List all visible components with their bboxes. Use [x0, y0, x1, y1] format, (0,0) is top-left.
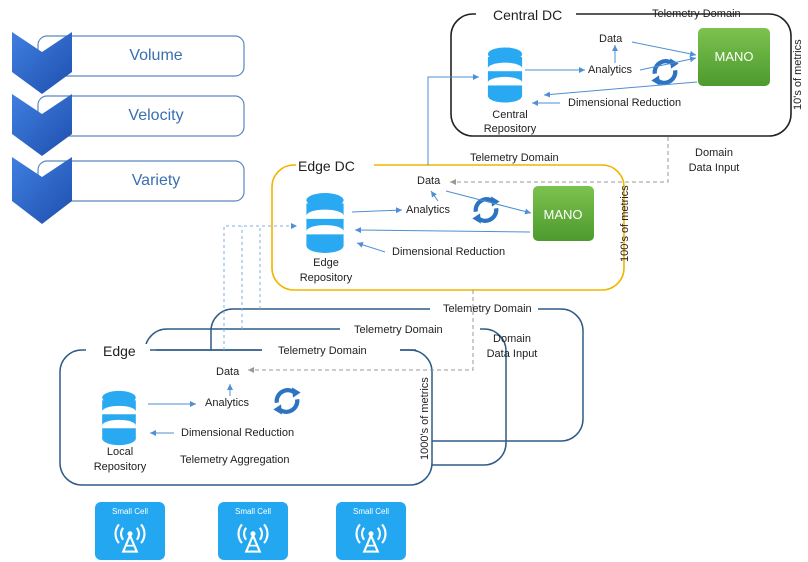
edge-dc-repo-label-2: Repository [299, 272, 353, 284]
edge-repo-label-1: Local [106, 446, 134, 458]
database-icon [306, 193, 344, 253]
domain-data-input-lower-1: Domain [493, 333, 531, 345]
central-dc-title: Central DC [493, 7, 563, 23]
velocity-label: Velocity [128, 107, 184, 124]
edge-dc-data-label: Data [417, 175, 441, 187]
central-dim-reduction-label: Dimensional Reduction [568, 97, 682, 109]
edge-back-telemetry-domain: Telemetry Domain [443, 303, 532, 315]
central-mano-label: MANO [714, 49, 754, 64]
chevron-icon [12, 157, 72, 224]
volume-label: Volume [129, 47, 183, 64]
chevron-icon [12, 94, 72, 156]
edge-dc-analytics-label: Analytics [406, 204, 451, 216]
vvv-chevrons [12, 32, 245, 224]
edge-dc-repo-label-1: Edge [313, 257, 339, 269]
variety-label: Variety [131, 172, 181, 189]
edge-dc-telemetry-domain: Telemetry Domain [470, 152, 559, 164]
edge-dc-title: Edge DC [298, 158, 355, 174]
small-cell-tile [95, 502, 165, 560]
edge-dc-mano-label: MANO [543, 207, 583, 222]
edge-mid-telemetry-domain: Telemetry Domain [354, 324, 443, 336]
domain-data-input-upper-2: Data Input [688, 162, 740, 174]
edge-title: Edge [103, 343, 136, 359]
edge-repo-label-2: Repository [93, 461, 147, 473]
edge-dc-metrics-label: 100's of metrics [619, 185, 631, 262]
small-cell-tile [218, 502, 288, 560]
edge-metrics-label: 1000's of metrics [419, 377, 431, 460]
database-icon [102, 390, 136, 446]
database-icon [487, 47, 523, 103]
central-data-label: Data [599, 33, 623, 45]
edge-dc-dim-reduction-label: Dimensional Reduction [392, 246, 506, 258]
central-analytics-label: Analytics [588, 64, 633, 76]
edge-telemetry-domain: Telemetry Domain [278, 345, 367, 357]
edge-dc-mano [533, 186, 594, 241]
edge-data-label: Data [216, 366, 240, 378]
edge-dim-reduction-label: Dimensional Reduction [181, 427, 295, 439]
edge-telemetry-aggregation: Telemetry Aggregation [180, 454, 290, 466]
small-cell-label: Small Cell [234, 507, 271, 516]
edge-analytics-label: Analytics [205, 397, 250, 409]
central-telemetry-domain: Telemetry Domain [652, 8, 741, 20]
small-cell-label: Small Cell [111, 507, 148, 516]
central-repo-label-1: Central [492, 109, 528, 121]
central-repo-label-2: Repository [483, 123, 537, 135]
small-cell-label: Small Cell [352, 507, 389, 516]
central-mano [698, 28, 770, 86]
domain-data-input-lower-2: Data Input [486, 348, 538, 360]
domain-data-input-upper-1: Domain [695, 147, 733, 159]
small-cell-tile [336, 502, 406, 560]
central-metrics-label: 10's of metrics [792, 39, 804, 110]
chevron-icon [12, 32, 72, 94]
